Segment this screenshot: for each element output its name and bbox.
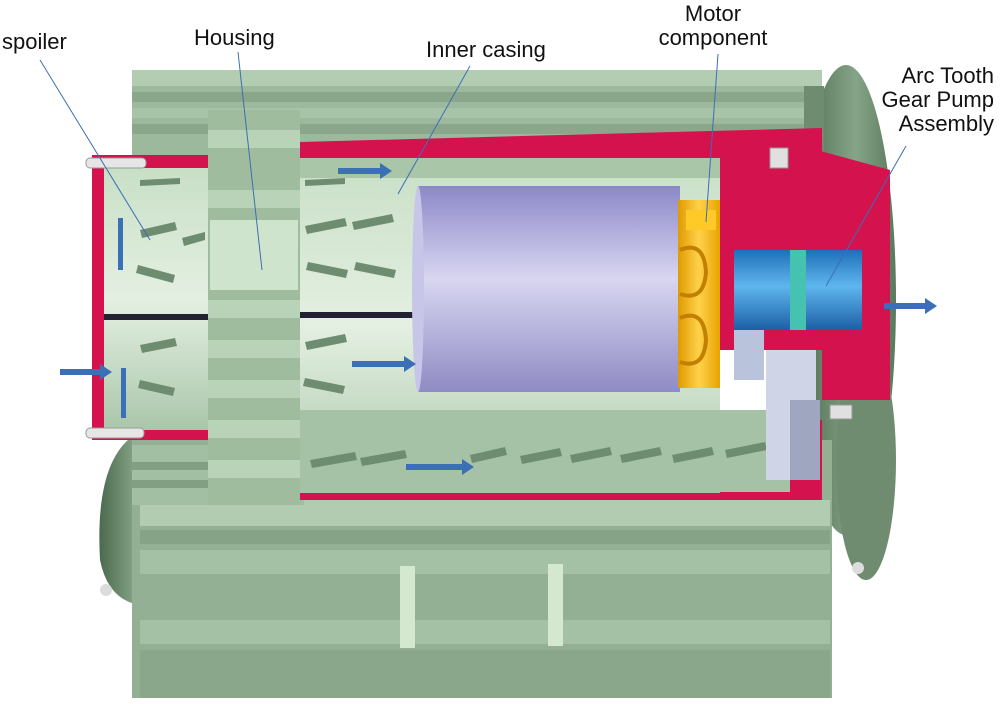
label-spoiler: spoiler (2, 29, 67, 54)
label-motor-line2: component (658, 25, 768, 50)
label-motor-line1: Motor (684, 1, 742, 26)
label-pump-line3: Assembly (898, 111, 994, 136)
label-inner-casing: Inner casing (426, 37, 546, 62)
gear-pump-assembly (734, 250, 862, 480)
label-motor-component: Motor component (648, 2, 778, 50)
label-arc-tooth-gear-pump-assembly: Arc Tooth Gear Pump Assembly (856, 63, 995, 136)
leader-lines (39, 51, 907, 287)
spoiler-vanes (136, 178, 767, 468)
bolts (85, 147, 864, 596)
label-pump-line2: Gear Pump (881, 87, 995, 112)
label-housing: Housing (194, 25, 275, 50)
motor-rotor (412, 186, 680, 392)
housing-ring (208, 110, 300, 505)
label-pump-line1: Arc Tooth (901, 63, 994, 88)
motor-windings (678, 200, 720, 388)
flow-arrows (60, 163, 937, 475)
